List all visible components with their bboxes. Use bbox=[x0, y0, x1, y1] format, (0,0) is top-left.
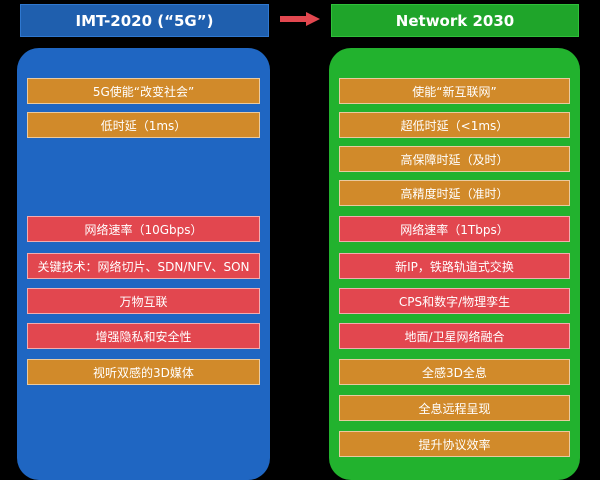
right-item-9: 全息远程呈现 bbox=[339, 395, 570, 421]
left-item-1: 低时延（1ms） bbox=[27, 112, 260, 138]
right-item-2: 高保障时延（及时） bbox=[339, 146, 570, 172]
left-item-5: 增强隐私和安全性 bbox=[27, 323, 260, 349]
right-item-1: 超低时延（<1ms） bbox=[339, 112, 570, 138]
header-network-2030: Network 2030 bbox=[331, 4, 579, 37]
header-imt-2020: IMT-2020 (“5G”) bbox=[20, 4, 269, 37]
left-item-2: 网络速率（10Gbps） bbox=[27, 216, 260, 242]
left-item-6: 视听双感的3D媒体 bbox=[27, 359, 260, 385]
right-item-0: 使能“新互联网” bbox=[339, 78, 570, 104]
left-item-3: 关键技术：网络切片、SDN/NFV、SON bbox=[27, 253, 260, 279]
left-item-0: 5G使能“改变社会” bbox=[27, 78, 260, 104]
panel-network-2030: 使能“新互联网” 超低时延（<1ms） 高保障时延（及时） 高精度时延（准时） … bbox=[329, 48, 580, 480]
right-item-3: 高精度时延（准时） bbox=[339, 180, 570, 206]
right-item-7: 地面/卫星网络融合 bbox=[339, 323, 570, 349]
right-item-5: 新IP，铁路轨道式交换 bbox=[339, 253, 570, 279]
right-item-4: 网络速率（1Tbps） bbox=[339, 216, 570, 242]
panel-imt-2020: 5G使能“改变社会” 低时延（1ms） 网络速率（10Gbps） 关键技术：网络… bbox=[17, 48, 270, 480]
left-item-4: 万物互联 bbox=[27, 288, 260, 314]
right-item-10: 提升协议效率 bbox=[339, 431, 570, 457]
right-item-6: CPS和数字/物理孪生 bbox=[339, 288, 570, 314]
arrow-right-icon bbox=[280, 12, 320, 26]
right-item-8: 全感3D全息 bbox=[339, 359, 570, 385]
